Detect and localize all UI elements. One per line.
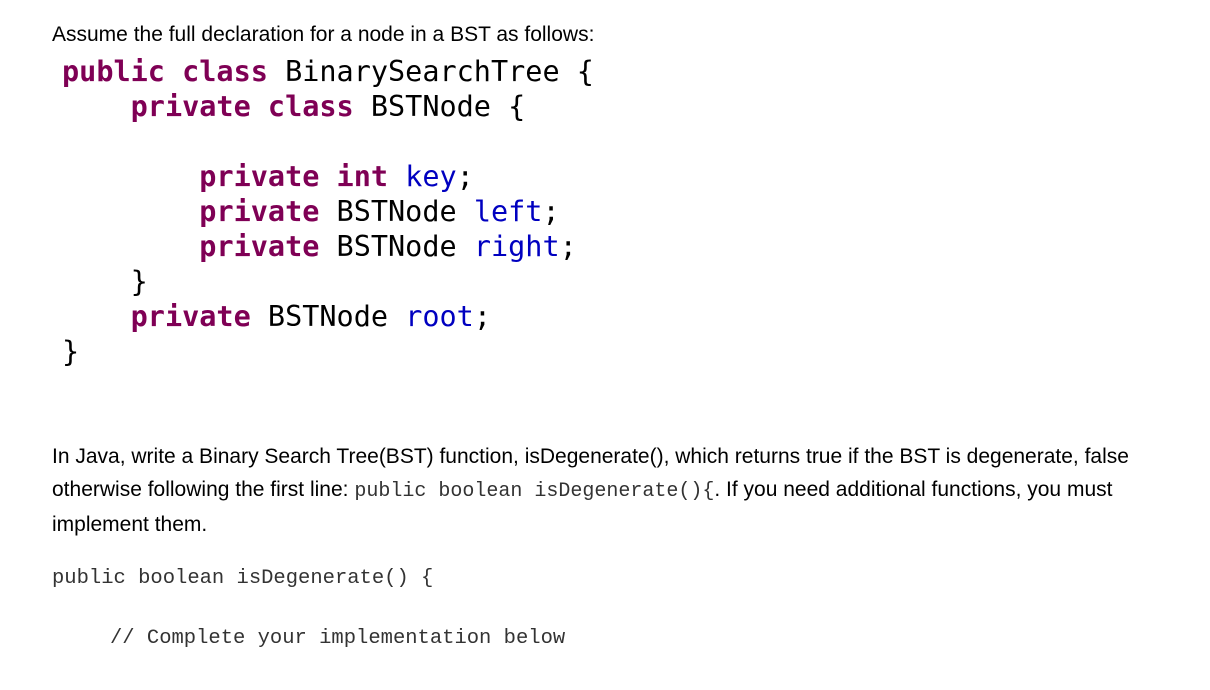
code-text: BSTNode {: [353, 90, 526, 123]
code-type: BSTNode: [319, 230, 457, 263]
code-line-7: }: [62, 264, 594, 299]
code-line-8: private BSTNode root;: [62, 299, 594, 334]
code-line-3-blank: [62, 124, 594, 159]
code-type: BSTNode: [319, 195, 457, 228]
code-text: ;: [559, 230, 577, 263]
code-text: ;: [473, 300, 491, 333]
question-part-1: In Java, write a Binary Search Tree(BST)…: [52, 445, 1129, 501]
code-line-4: private int key;: [62, 159, 594, 194]
code-text: ;: [542, 195, 560, 228]
code-line-9: }: [62, 334, 594, 369]
code-line-1: public class BinarySearchTree {: [62, 54, 594, 89]
code-keyword: private: [199, 230, 320, 263]
java-code-block: public class BinarySearchTree { private …: [62, 54, 594, 369]
code-field-name: right: [456, 230, 560, 263]
code-text: BinarySearchTree {: [267, 55, 594, 88]
intro-text: Assume the full declaration for a node i…: [52, 23, 595, 46]
inline-code: public boolean isDegenerate(){: [354, 480, 715, 503]
code-line-5: private BSTNode left;: [62, 194, 594, 229]
code-text: }: [62, 335, 80, 368]
code-comment: // Complete your implementation below: [110, 627, 566, 650]
code-line-2: private class BSTNode {: [62, 89, 594, 124]
code-line-6: private BSTNode right;: [62, 229, 594, 264]
code-keyword: private class: [130, 90, 354, 123]
code-type: BSTNode: [250, 300, 389, 333]
code-field-name: root: [388, 300, 474, 333]
code-keyword: private: [130, 300, 251, 333]
question-part-2: . If you need additional functions, you …: [52, 478, 1113, 536]
code-keyword: public class: [62, 55, 268, 88]
code-field-name: left: [456, 195, 543, 228]
question-text: In Java, write a Binary Search Tree(BST)…: [52, 440, 1182, 541]
method-signature: public boolean isDegenerate() {: [52, 567, 434, 590]
code-text: }: [62, 265, 148, 298]
code-keyword: private: [199, 195, 320, 228]
code-keyword: private int: [199, 160, 389, 193]
code-text: ;: [456, 160, 474, 193]
code-field-name: key: [388, 160, 457, 193]
